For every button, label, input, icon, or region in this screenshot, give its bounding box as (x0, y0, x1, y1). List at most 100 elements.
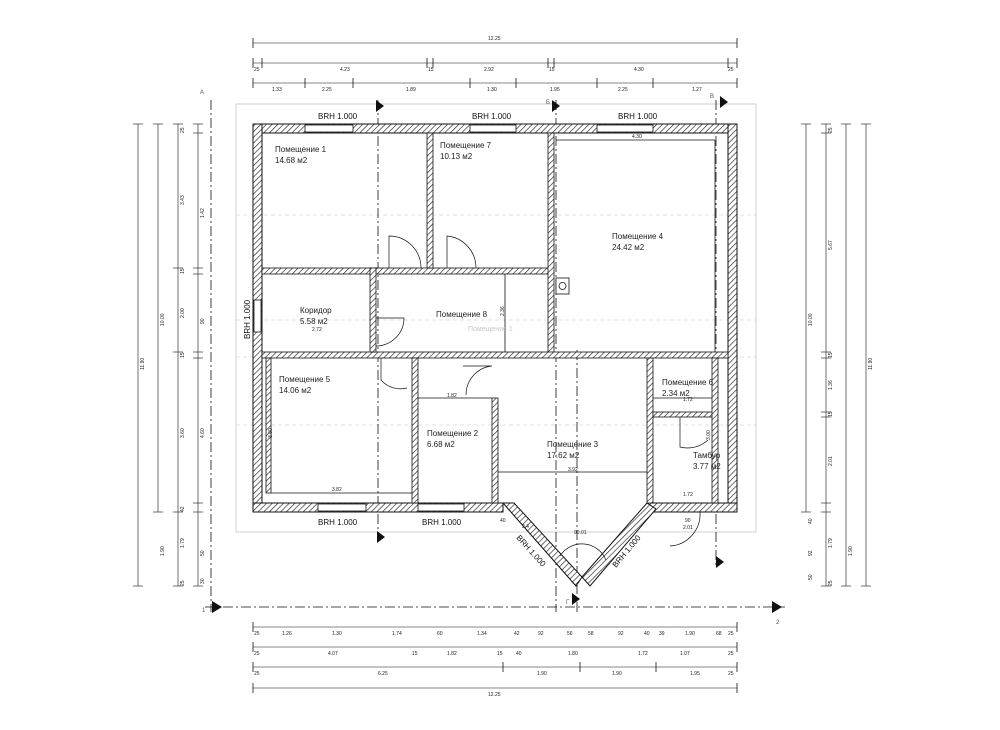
dim-text: 56 (567, 631, 573, 637)
dim-text: 25 (180, 580, 186, 586)
dim-text: 4.60 (200, 428, 206, 438)
dim-text: 1.33 (272, 87, 282, 93)
inner-dim: 4.30 (632, 134, 642, 140)
dim-total: 12.25 (488, 692, 501, 698)
room-name: Помещение 6 (662, 378, 714, 387)
dim-text: 58 (588, 631, 594, 637)
dim-text: 1.42 (200, 208, 206, 218)
room-name: Помещение 7 (440, 141, 492, 150)
dim-text: 2.01 (828, 456, 834, 466)
inner-dim: 1.82 (447, 393, 457, 399)
dim-text: 15 (828, 352, 834, 358)
dim-text: 30 (200, 578, 206, 584)
dim-text: 15 (549, 67, 555, 73)
dim-text: 25 (254, 67, 260, 73)
dim-text: 4.30 (634, 67, 644, 73)
window-label: BRH 1.000 (243, 299, 252, 339)
dim-text: 25 (180, 127, 186, 133)
dim-text: 1.89 (406, 87, 416, 93)
room-name: Коридор (300, 306, 332, 315)
dim-text: 25 (728, 651, 734, 657)
window-label: BRH 1.000 (318, 518, 358, 527)
dim-text: 11.90 (140, 358, 146, 370)
axis-label: 2 (776, 620, 780, 626)
inner-dim: 2.36 (500, 306, 506, 316)
dim-text: 50 (200, 550, 206, 556)
dim-text: 1.26 (282, 631, 292, 637)
dim-text: 1.30 (332, 631, 342, 637)
dim-text: 1.36 (828, 380, 834, 390)
axis-label: Г (566, 600, 570, 606)
dim-text: 1.90 (685, 631, 695, 637)
dim-text: 1.74 (392, 631, 402, 637)
dim-text: 1.90 (848, 546, 854, 556)
dim-text: 1.30 (487, 87, 497, 93)
dim-text: 92 (618, 631, 624, 637)
dim-text: 5.67 (828, 240, 834, 250)
dim-total: 12.25 (488, 36, 501, 42)
dim-text: 1.80 (568, 651, 578, 657)
dim-text: 40 (516, 651, 522, 657)
room-area: 14.68 м2 (275, 156, 308, 165)
dim-text: 11.90 (868, 358, 874, 370)
room-area: 6.68 м2 (427, 440, 455, 449)
dim-text: 2.00 (180, 308, 186, 318)
dim-text: 4.07 (328, 651, 338, 657)
dim-text: 4.23 (340, 67, 350, 73)
axis-label: А (200, 90, 204, 96)
bottom-dimension-chains (252, 622, 738, 693)
dim-text: 68 (716, 631, 722, 637)
dim-text: 3.43 (180, 195, 186, 205)
dim-text: 1.90 (160, 546, 166, 556)
inner-dim: 90 (685, 518, 691, 524)
axis-label: Б (546, 100, 550, 106)
room-area: 17.62 м2 (547, 451, 580, 460)
dim-text: 1.90 (612, 671, 622, 677)
dim-text: 40 (644, 631, 650, 637)
window-label: BRH 1.000 (472, 112, 512, 121)
inner-dim: 2.01 (683, 525, 693, 531)
left-dimension-chains (133, 123, 203, 587)
dim-text: 90 (200, 318, 206, 324)
dim-text: 60 (437, 631, 443, 637)
dim-text: 2.92 (484, 67, 494, 73)
dim-text: 25 (728, 631, 734, 637)
dim-text: 39 (659, 631, 665, 637)
inner-dim: 90.01 (574, 530, 587, 536)
room-name: Помещение 5 (279, 375, 331, 384)
stove-icon (555, 277, 570, 295)
room-name: Тамбур (693, 451, 721, 460)
dim-text: 10.00 (808, 313, 814, 326)
doors (375, 235, 709, 561)
dim-text: 3.60 (180, 428, 186, 438)
dim-text: 42 (180, 506, 186, 512)
interior-walls (261, 132, 729, 504)
inner-dim: 3.00 (706, 430, 712, 440)
dim-text: 1.27 (692, 87, 702, 93)
inner-dim: 3.82 (332, 487, 342, 493)
windows (253, 124, 654, 512)
room-name: Помещение 1 (275, 145, 327, 154)
dim-text: 50 (808, 574, 814, 580)
room-name: Помещение 3 (547, 440, 599, 449)
axis-label: 1 (202, 608, 206, 614)
dim-text: 6.25 (378, 671, 388, 677)
dim-text: 1.79 (828, 538, 834, 548)
dim-text: 10.00 (160, 313, 166, 326)
dim-text: 25 (254, 671, 260, 677)
right-dimension-chains (801, 123, 871, 587)
dim-text: 1.95 (690, 671, 700, 677)
dim-text: 15 (180, 268, 186, 274)
inner-dim: 2.4 (522, 524, 529, 530)
room-area: 5.58 м2 (300, 317, 328, 326)
dim-text: 1.07 (680, 651, 690, 657)
inner-dim: 1.72 (683, 492, 693, 498)
ghost-room-label: Помещение 1 (468, 326, 513, 333)
room-area: 2.34 м2 (662, 389, 690, 398)
dim-text: 1.90 (537, 671, 547, 677)
dim-text: 25 (828, 127, 834, 133)
dim-text: 42 (514, 631, 520, 637)
room-area: 14.06 м2 (279, 386, 312, 395)
dim-text: 92 (538, 631, 544, 637)
